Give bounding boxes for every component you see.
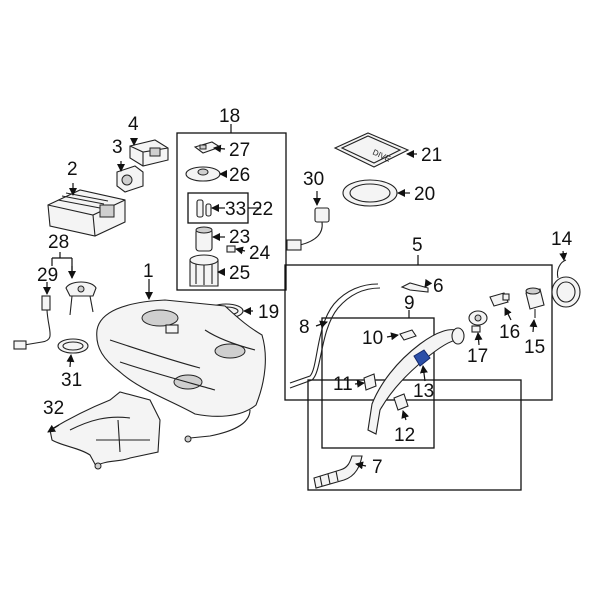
callout-29: 29 — [37, 265, 58, 286]
callout-31: 31 — [61, 370, 82, 391]
leaders — [43, 124, 568, 470]
callout-21: 21 — [421, 145, 442, 166]
callout-26: 26 — [229, 165, 250, 186]
callout-2: 2 — [67, 159, 78, 180]
callout-5: 5 — [412, 235, 423, 256]
pump-housing — [189, 254, 219, 287]
level-sensor-wire — [286, 207, 330, 251]
callout-labels: 1 2 3 4 5 6 7 8 9 10 11 12 13 14 15 16 1… — [37, 106, 573, 478]
pump-cover-plate: DIVE — [333, 132, 410, 168]
callout-8: 8 — [299, 317, 310, 338]
pump-strainer-clip — [196, 199, 212, 218]
pump-clip — [193, 141, 222, 154]
callout-14: 14 — [551, 229, 573, 250]
callout-23: 23 — [229, 227, 250, 248]
callout-19: 19 — [258, 302, 279, 323]
vent-valve — [116, 165, 144, 193]
callout-28: 28 — [48, 232, 69, 253]
callout-12: 12 — [394, 425, 415, 446]
callout-20: 20 — [414, 184, 435, 205]
filler-valve-17 — [468, 310, 488, 333]
charcoal-canister — [47, 189, 126, 237]
callout-10: 10 — [362, 328, 383, 349]
callout-27: 27 — [229, 140, 250, 161]
callout-3: 3 — [112, 137, 123, 158]
small-connector — [226, 245, 236, 253]
check-valve-15 — [525, 287, 545, 318]
callout-22: 22 — [252, 199, 273, 220]
heat-shield — [49, 391, 161, 470]
vent-valve-16 — [489, 292, 510, 307]
clip-12 — [393, 393, 409, 411]
callout-7: 7 — [372, 457, 383, 478]
filler-clamp-13 — [413, 349, 431, 367]
callout-11: 11 — [333, 374, 353, 395]
pump-retainer — [185, 166, 221, 182]
valve-bracket — [129, 139, 169, 167]
clip-11 — [363, 373, 377, 391]
callout-1: 1 — [143, 261, 154, 282]
fuel-cap — [551, 259, 581, 308]
callout-6: 6 — [433, 276, 444, 297]
vent-tube — [289, 283, 381, 389]
callout-16: 16 — [499, 322, 520, 343]
group-box-5-lower — [307, 379, 522, 491]
filler-bracket-10 — [399, 329, 417, 341]
callout-24: 24 — [249, 243, 271, 264]
callout-13: 13 — [413, 381, 434, 402]
callout-32: 32 — [43, 398, 64, 419]
callout-25: 25 — [229, 263, 250, 284]
gasket-ring — [342, 179, 398, 207]
callout-33: 33 — [225, 199, 246, 220]
fuel-filter — [195, 226, 213, 252]
callout-17: 17 — [467, 346, 488, 367]
filler-neck — [367, 327, 465, 435]
callout-18: 18 — [219, 106, 240, 127]
filler-hose-7 — [313, 455, 363, 489]
fuel-tank — [96, 299, 266, 443]
vent-hose-6 — [400, 282, 429, 293]
callout-4: 4 — [128, 114, 139, 135]
callout-30: 30 — [303, 169, 324, 190]
lock-ring — [57, 338, 89, 354]
sensor-wire-29 — [13, 295, 51, 350]
group-box-9 — [321, 317, 435, 449]
sending-unit-cap — [65, 281, 97, 316]
callout-9: 9 — [404, 293, 415, 314]
callout-15: 15 — [524, 337, 545, 358]
